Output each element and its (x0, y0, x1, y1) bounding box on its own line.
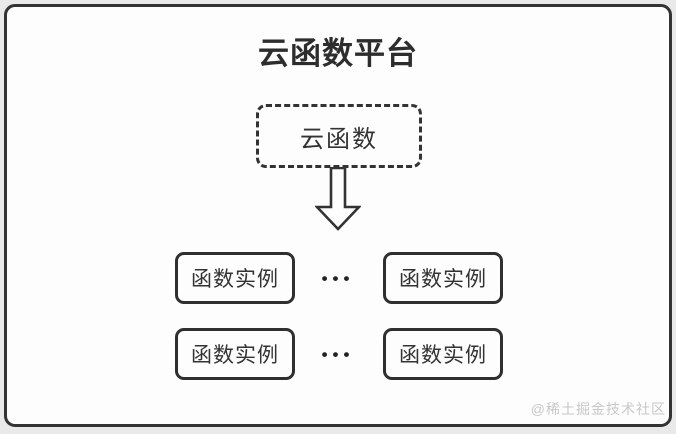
function-instance-label: 函数实例 (191, 344, 279, 367)
function-instance-node: 函数实例 (175, 328, 295, 380)
ellipsis-row-2: ••• (321, 345, 355, 364)
ellipsis-row-1: ••• (321, 269, 355, 288)
diagram-title: 云函数平台 (258, 36, 418, 71)
watermark: @稀土掘金技术社区 (530, 401, 666, 417)
function-instance-label: 函数实例 (399, 344, 487, 367)
cloud-function-node-label: 云函数 (300, 125, 378, 153)
down-arrow-icon (315, 167, 361, 231)
cloud-function-node: 云函数 (256, 104, 422, 168)
function-instance-node: 函数实例 (383, 328, 503, 380)
function-instance-node: 函数实例 (175, 252, 295, 304)
function-instance-node: 函数实例 (383, 252, 503, 304)
function-instance-label: 函数实例 (191, 268, 279, 291)
function-instance-label: 函数实例 (399, 268, 487, 291)
